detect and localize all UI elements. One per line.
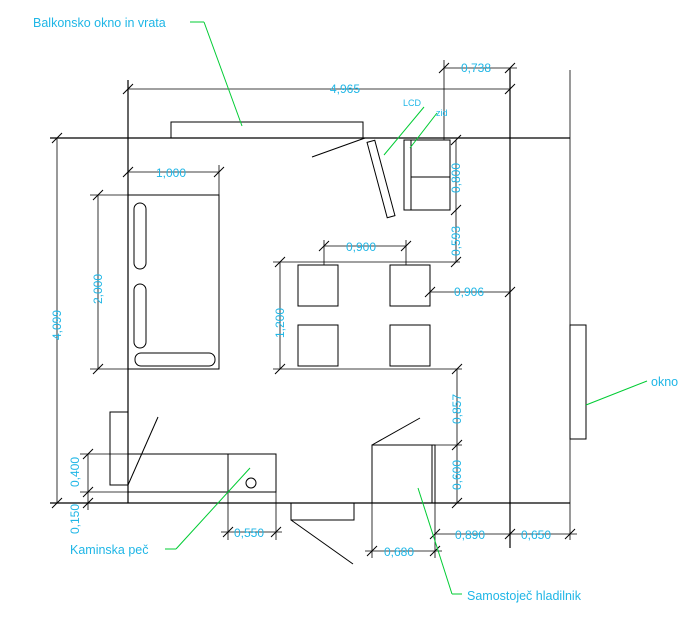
dining-chairs xyxy=(297,264,431,367)
dim-total-height: 4,099 xyxy=(50,310,64,340)
leader-lines xyxy=(165,21,648,595)
dim-table-depth: 1,200 xyxy=(273,308,287,338)
label-fireplace: Kaminska peč xyxy=(70,543,149,557)
bottom-door xyxy=(290,502,355,565)
fireplace xyxy=(109,411,277,493)
dim-right-offset-top: 0,738 xyxy=(461,61,491,75)
dim-fireplace-base: 0,150 xyxy=(68,504,82,534)
fridge xyxy=(371,417,436,504)
dim-fireplace-width: 0,550 xyxy=(234,526,264,540)
dimension-lines xyxy=(51,60,577,558)
dimension-texts: 4,965 0,738 4,099 1,000 2,000 0,900 1,20… xyxy=(50,61,551,559)
dim-lcd-gap: 0,593 xyxy=(449,226,463,256)
dim-fireplace-depth: 0,400 xyxy=(68,457,82,487)
lcd-unit xyxy=(366,139,451,219)
dim-table-to-wall: 0,906 xyxy=(454,285,484,299)
label-window: okno xyxy=(651,375,678,389)
label-balcony: Balkonsko okno in vrata xyxy=(33,16,166,30)
right-window xyxy=(569,324,587,440)
dim-fridge-width: 0,680 xyxy=(384,545,414,559)
dim-right-offset-bottom: 0,650 xyxy=(521,528,551,542)
dim-table-width: 0,900 xyxy=(346,240,376,254)
dim-lcd-unit: 0,800 xyxy=(449,163,463,193)
balcony-window xyxy=(170,121,366,158)
label-fridge: Samostoječ hladilnik xyxy=(467,589,582,603)
label-wall: zid xyxy=(436,108,448,118)
label-lcd: LCD xyxy=(403,98,422,108)
leader-window xyxy=(585,380,648,406)
leader-wall xyxy=(409,112,438,149)
bed xyxy=(127,194,220,370)
leader-lcd xyxy=(383,106,425,156)
dim-bed-width: 1,000 xyxy=(156,166,186,180)
dim-fridge-to-wall: 0,890 xyxy=(455,528,485,542)
dim-total-width: 4,965 xyxy=(330,82,360,96)
dim-fridge-gap: 0,857 xyxy=(450,394,464,424)
labels: Balkonsko okno in vrata okno Kaminska pe… xyxy=(33,16,678,603)
dim-fridge-depth: 0,600 xyxy=(450,460,464,490)
dim-bed-length: 2,000 xyxy=(91,274,105,304)
